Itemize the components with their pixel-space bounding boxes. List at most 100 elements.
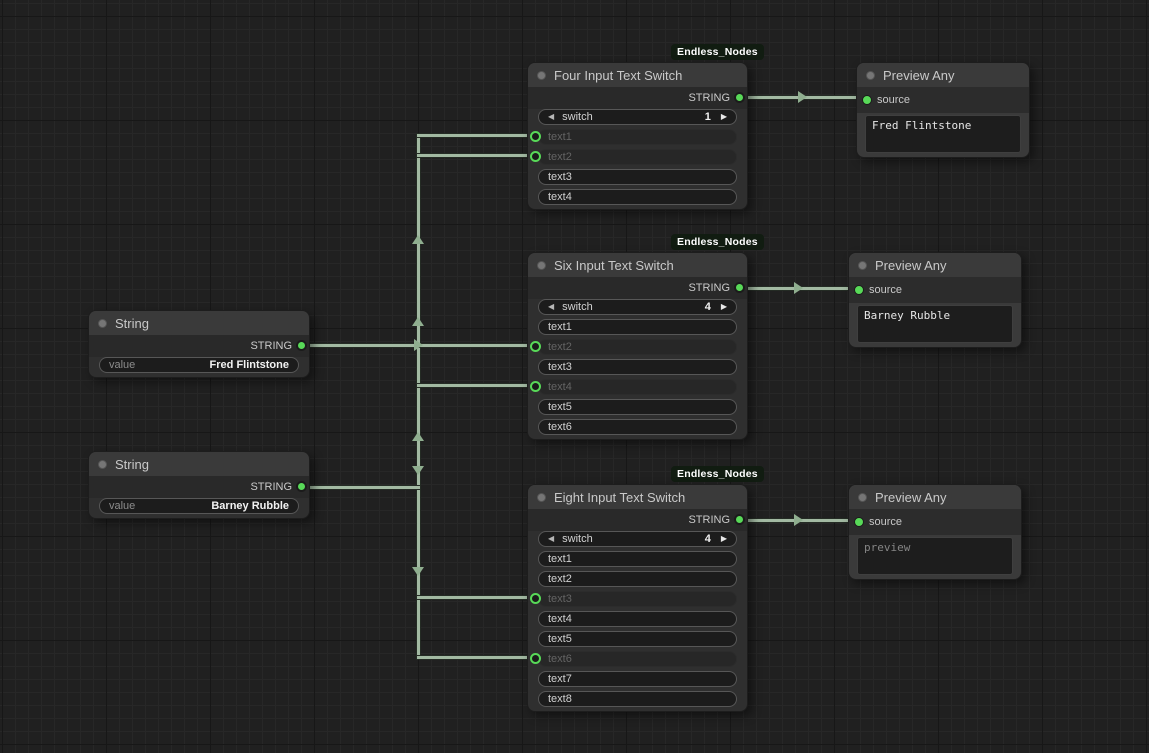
node-string-2[interactable]: String STRING value Barney Rubble xyxy=(88,451,310,519)
value-widget[interactable]: value Fred Flintstone xyxy=(99,357,299,373)
input-widget-text3[interactable]: text3 xyxy=(538,359,737,375)
input-widget-text4[interactable]: text4 xyxy=(538,379,737,395)
node-title-bar[interactable]: String xyxy=(89,452,309,476)
input-socket-source[interactable] xyxy=(862,95,872,105)
input-widget-text8[interactable]: text8 xyxy=(538,691,737,707)
node-title: String xyxy=(115,456,149,472)
node-status-dot-icon xyxy=(98,318,107,328)
input-slot-row: source xyxy=(857,87,1029,113)
link-to-switch6-text4 xyxy=(417,384,533,387)
node-preview-any-2[interactable]: Preview Any source Barney Rubble xyxy=(848,252,1022,348)
combo-left-arrow-icon[interactable]: ◀ xyxy=(548,112,555,121)
input-label: source xyxy=(869,284,903,296)
node-four-input-text-switch[interactable]: Four Input Text Switch STRING ◀ switch 1… xyxy=(527,62,748,210)
switch-combo-widget[interactable]: ◀ switch 1 ▶ xyxy=(538,109,737,125)
widget-label: text4 xyxy=(548,381,572,393)
node-title-bar[interactable]: Preview Any xyxy=(857,63,1029,87)
input-socket-source[interactable] xyxy=(854,285,864,295)
node-string-1[interactable]: String STRING value Fred Flintstone xyxy=(88,310,310,378)
widget-label: text4 xyxy=(548,191,572,203)
input-widget-text4[interactable]: text4 xyxy=(538,611,737,627)
combo-value: 1 xyxy=(704,111,711,123)
input-widget-text6[interactable]: text6 xyxy=(538,419,737,435)
input-widget-text3[interactable]: text3 xyxy=(538,169,737,185)
input-widget-text1[interactable]: text1 xyxy=(538,319,737,335)
node-title-bar[interactable]: Eight Input Text Switch xyxy=(528,485,747,509)
node-preview-any-3[interactable]: Preview Any source preview xyxy=(848,484,1022,580)
input-widget-text2[interactable]: text2 xyxy=(538,149,737,165)
input-widget-text6[interactable]: text6 xyxy=(538,651,737,667)
input-widget-text7[interactable]: text7 xyxy=(538,671,737,687)
output-label: STRING xyxy=(688,282,730,294)
preview-textarea[interactable]: preview xyxy=(857,537,1013,575)
output-socket[interactable] xyxy=(734,514,745,525)
node-title-bar[interactable]: Four Input Text Switch xyxy=(528,63,747,87)
input-widget-text4[interactable]: text4 xyxy=(538,189,737,205)
input-socket-text3[interactable] xyxy=(530,593,541,604)
input-socket-text2[interactable] xyxy=(530,341,541,352)
widget-label: text4 xyxy=(548,613,572,625)
combo-label: switch xyxy=(562,301,593,313)
widget-value: Fred Flintstone xyxy=(209,359,289,371)
combo-right-arrow-icon[interactable]: ▶ xyxy=(720,112,727,121)
switch-combo-widget[interactable]: ◀ switch 4 ▶ xyxy=(538,531,737,547)
node-six-input-text-switch[interactable]: Six Input Text Switch STRING ◀ switch 4 … xyxy=(527,252,748,440)
preview-textarea[interactable]: Fred Flintstone xyxy=(865,115,1021,153)
input-widget-text1[interactable]: text1 xyxy=(538,129,737,145)
node-eight-input-text-switch[interactable]: Eight Input Text Switch STRING ◀ switch … xyxy=(527,484,748,712)
combo-left-arrow-icon[interactable]: ◀ xyxy=(548,534,555,543)
endless-nodes-badge: Endless_Nodes xyxy=(671,234,764,250)
widget-label: text3 xyxy=(548,361,572,373)
node-preview-any-1[interactable]: Preview Any source Fred Flintstone xyxy=(856,62,1030,158)
input-widget-text2[interactable]: text2 xyxy=(538,571,737,587)
combo-value: 4 xyxy=(704,301,711,313)
input-socket-text1[interactable] xyxy=(530,131,541,142)
node-title-bar[interactable]: Preview Any xyxy=(849,253,1021,277)
output-label: STRING xyxy=(250,481,292,493)
input-socket-source[interactable] xyxy=(854,517,864,527)
widget-label: text3 xyxy=(548,593,572,605)
combo-right-arrow-icon[interactable]: ▶ xyxy=(720,302,727,311)
input-socket-text4[interactable] xyxy=(530,381,541,392)
link-arrow-right-icon xyxy=(794,282,803,294)
output-socket[interactable] xyxy=(734,282,745,293)
link-arrow-right-icon xyxy=(794,514,803,526)
node-title: Eight Input Text Switch xyxy=(554,489,686,505)
input-widget-text2[interactable]: text2 xyxy=(538,339,737,355)
node-status-dot-icon xyxy=(858,492,867,502)
switch-combo-widget[interactable]: ◀ switch 4 ▶ xyxy=(538,299,737,315)
input-widget-text5[interactable]: text5 xyxy=(538,399,737,415)
link-arrow-up-icon xyxy=(412,317,424,326)
preview-textarea[interactable]: Barney Rubble xyxy=(857,305,1013,343)
value-widget[interactable]: value Barney Rubble xyxy=(99,498,299,514)
node-title-bar[interactable]: String xyxy=(89,311,309,335)
input-widget-text5[interactable]: text5 xyxy=(538,631,737,647)
combo-right-arrow-icon[interactable]: ▶ xyxy=(720,534,727,543)
link-arrow-up-icon xyxy=(412,235,424,244)
combo-left-arrow-icon[interactable]: ◀ xyxy=(548,302,555,311)
link-arrow-down-icon xyxy=(412,466,424,475)
link-trunk-vertical xyxy=(417,134,420,659)
node-title-bar[interactable]: Preview Any xyxy=(849,485,1021,509)
widget-label: text2 xyxy=(548,151,572,163)
input-socket-text6[interactable] xyxy=(530,653,541,664)
node-title: String xyxy=(115,315,149,331)
widget-label: text8 xyxy=(548,693,572,705)
input-socket-text2[interactable] xyxy=(530,151,541,162)
input-widget-text1[interactable]: text1 xyxy=(538,551,737,567)
widget-label: text1 xyxy=(548,553,572,565)
node-status-dot-icon xyxy=(866,70,875,80)
node-title-bar[interactable]: Six Input Text Switch xyxy=(528,253,747,277)
output-socket[interactable] xyxy=(296,481,307,492)
node-title: Preview Any xyxy=(883,67,955,83)
endless-nodes-badge: Endless_Nodes xyxy=(671,466,764,482)
input-widget-text3[interactable]: text3 xyxy=(538,591,737,607)
link-to-switch8-text6 xyxy=(417,656,533,659)
output-socket[interactable] xyxy=(296,340,307,351)
widget-label: text2 xyxy=(548,341,572,353)
link-to-switch4-text2 xyxy=(417,154,533,157)
widget-label: text5 xyxy=(548,401,572,413)
widget-label: text2 xyxy=(548,573,572,585)
output-socket[interactable] xyxy=(734,92,745,103)
